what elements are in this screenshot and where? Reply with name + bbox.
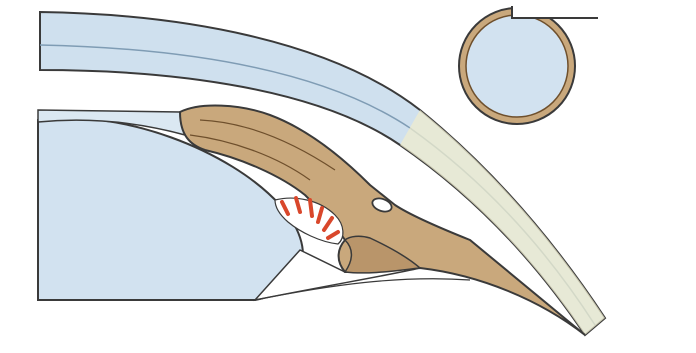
inset-ring-icon — [459, 6, 600, 124]
